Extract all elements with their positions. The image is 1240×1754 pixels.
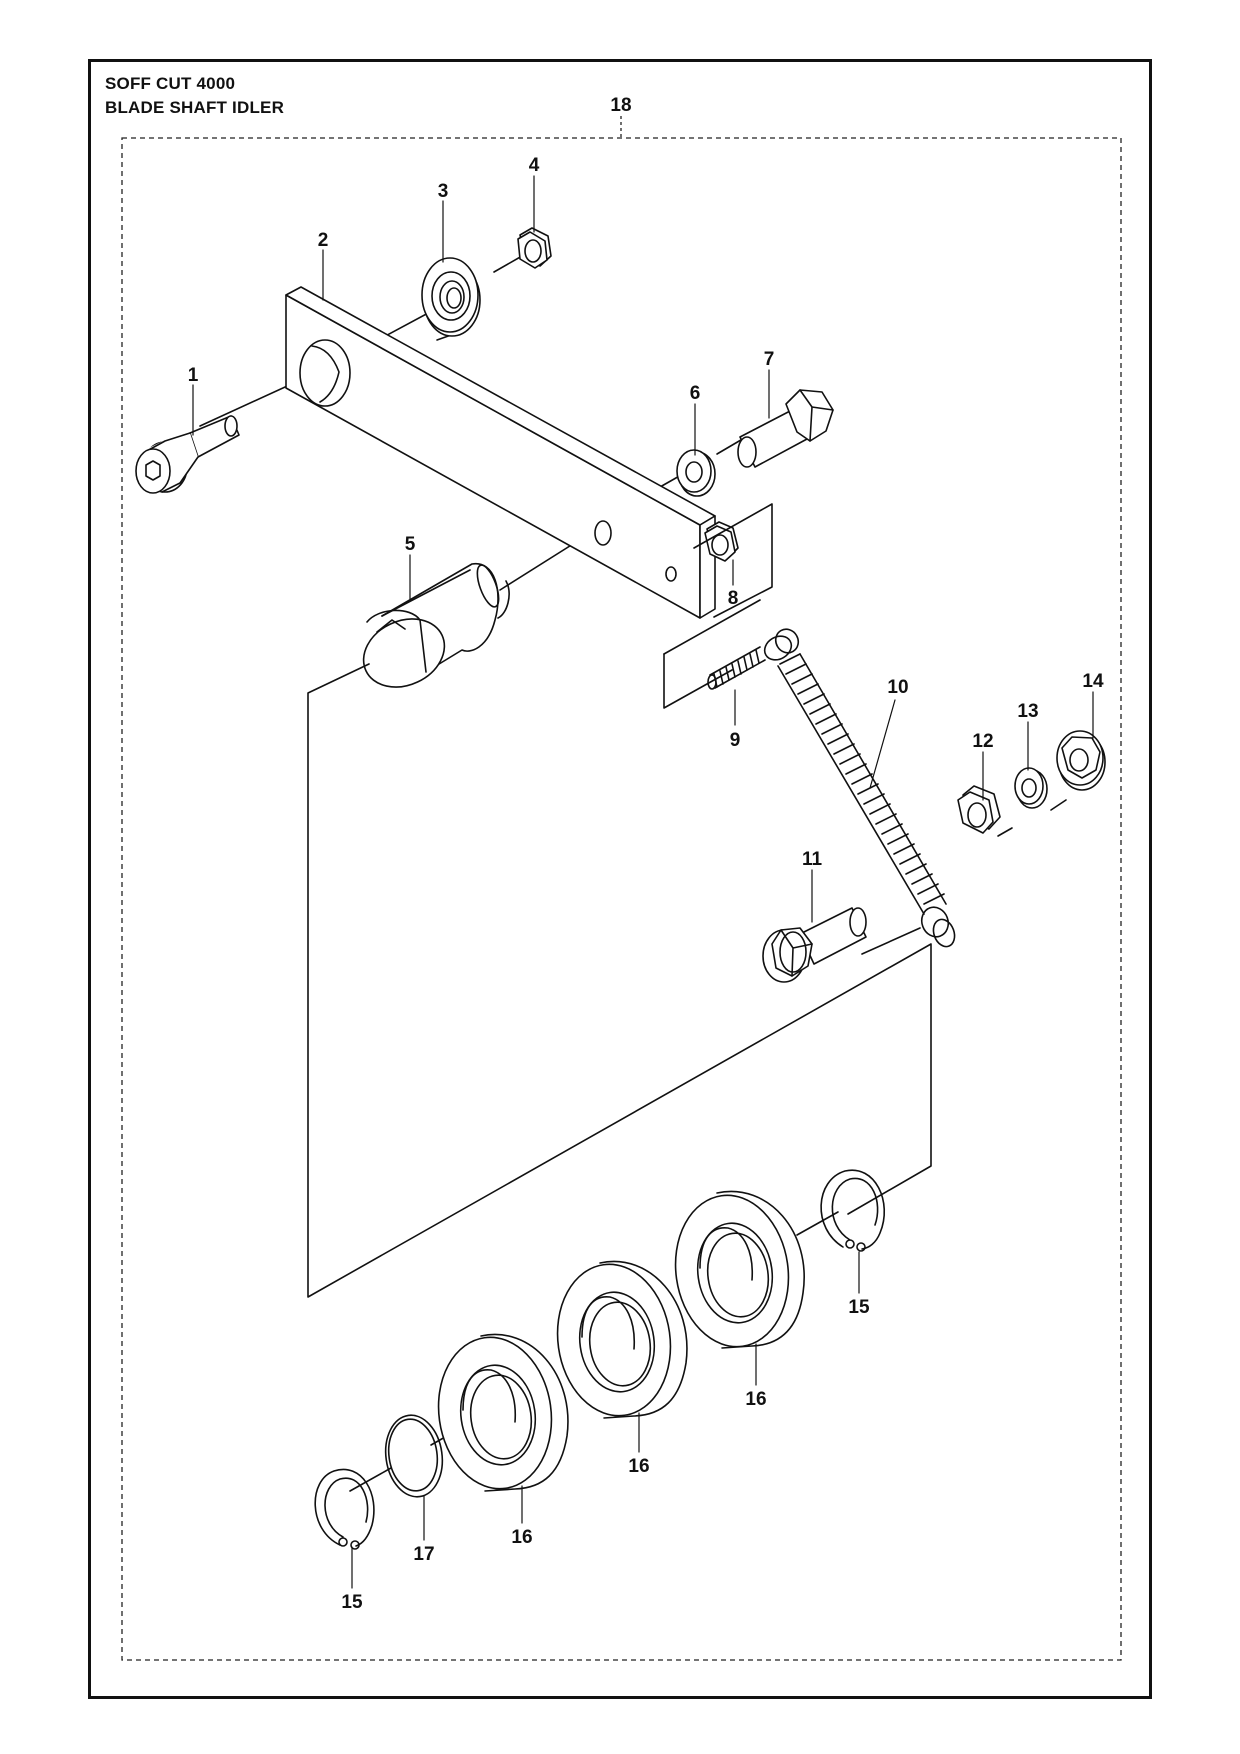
bearing-small (421, 257, 481, 341)
callout-18: 18 (610, 95, 631, 116)
leader-lines (192, 175, 1094, 1589)
callout-9: 9 (730, 730, 741, 751)
drawing-frame (88, 59, 1152, 1699)
callout-3: 3 (438, 181, 449, 202)
shim-ring (384, 1414, 444, 1498)
callout-4: 4 (529, 155, 540, 176)
tension-spring (763, 628, 956, 948)
idler-arm-plate (285, 286, 716, 619)
bearing-large-1 (674, 1190, 805, 1349)
callout-17: 17 (413, 1544, 434, 1565)
threaded-stud (707, 646, 766, 690)
model-title: SOFF CUT 4000 (105, 74, 236, 93)
callout-1: 1 (188, 365, 199, 386)
idler-pin (362, 563, 510, 688)
hex-nut-4 (517, 227, 552, 269)
callout-8: 8 (728, 588, 739, 609)
callout-14: 14 (1082, 671, 1104, 692)
flange-nut (1056, 730, 1106, 791)
callout-16-left: 16 (511, 1527, 532, 1548)
callout-16-right: 16 (745, 1389, 766, 1410)
assembly-title: BLADE SHAFT IDLER (105, 98, 285, 117)
callout-10: 10 (887, 677, 908, 698)
kit-boundary (121, 137, 1122, 1661)
flange-bolt (762, 907, 867, 983)
callout-6: 6 (690, 383, 701, 404)
callout-2: 2 (318, 230, 329, 251)
callout-11: 11 (802, 849, 823, 870)
hex-nut-12 (957, 785, 1001, 834)
hex-bolt-7 (737, 389, 834, 468)
callout-5: 5 (405, 534, 416, 555)
callout-15-left: 15 (341, 1592, 363, 1613)
hex-nut-8 (704, 521, 739, 562)
bearing-large-2 (556, 1260, 688, 1419)
callout-15-right: 15 (848, 1297, 870, 1318)
callout-12: 12 (972, 731, 993, 752)
retaining-ring-left (314, 1468, 375, 1550)
lock-washer (1014, 767, 1048, 809)
callout-labels: 1 2 3 4 5 6 7 8 9 10 11 12 13 14 15 15 1… (188, 95, 1104, 1613)
washer-6 (676, 449, 716, 497)
callout-16-middle: 16 (628, 1456, 649, 1477)
bearing-large-3 (437, 1333, 569, 1492)
retaining-ring-right (820, 1169, 885, 1252)
callout-13: 13 (1017, 701, 1038, 722)
callout-7: 7 (764, 349, 775, 370)
button-head-screw (135, 415, 240, 494)
